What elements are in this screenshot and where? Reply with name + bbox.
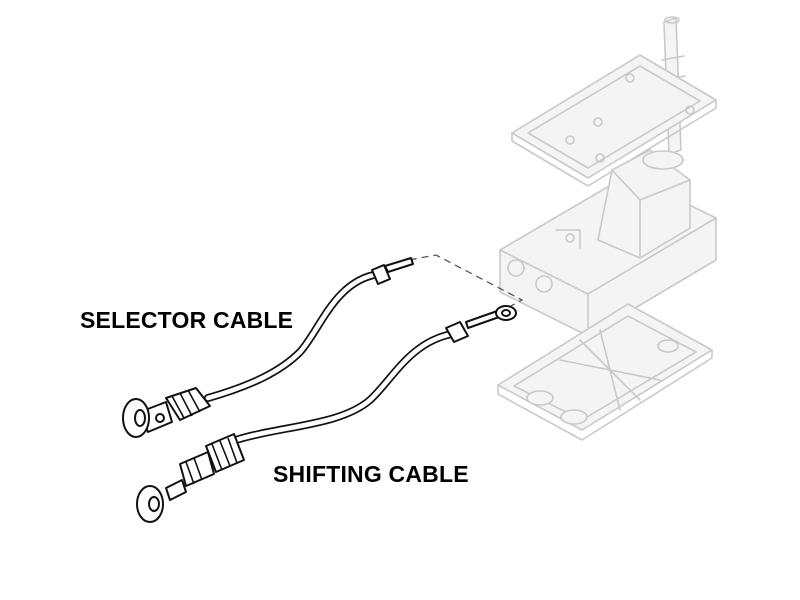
shifter-housing bbox=[499, 149, 717, 337]
base-plate bbox=[497, 303, 713, 441]
selector-cable-label: SELECTOR CABLE bbox=[80, 307, 294, 333]
selector-cable bbox=[122, 257, 414, 438]
shifting-cable-label: SHIFTING CABLE bbox=[273, 461, 469, 487]
top-gasket-plate bbox=[511, 54, 717, 187]
shifter-assembly bbox=[497, 16, 717, 441]
shifting-cable bbox=[136, 305, 517, 523]
